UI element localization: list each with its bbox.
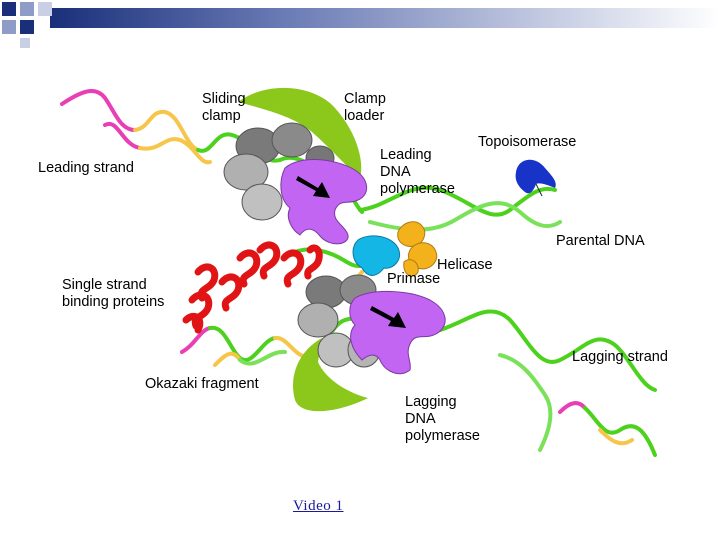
helicase-shape [397, 221, 438, 277]
label-okazaki-fragment: Okazaki fragment [145, 376, 259, 392]
leading-strand-dna [60, 89, 137, 132]
leading-polymerase-arrow [296, 176, 330, 198]
leading-polymerase-shape [280, 159, 368, 245]
lagging-strand-dna [598, 428, 634, 446]
lagging-polymerase-arrow [370, 306, 406, 328]
video-link[interactable]: Video 1 [293, 498, 344, 514]
label-leading-dna-polymerase: Leading DNA polymerase [380, 147, 455, 197]
okazaki-fragment-dna [208, 325, 277, 363]
label-helicase: Helicase [437, 257, 493, 273]
topoisomerase-shape [515, 159, 556, 194]
clamp-loader-shape [238, 87, 362, 178]
label-topoisomerase: Topoisomerase [478, 134, 577, 150]
leading-strand-dna [103, 121, 142, 150]
label-primase: Primase [387, 271, 441, 287]
clamp-loader-bottom-shape [293, 338, 368, 412]
okazaki-fragment-dna [180, 326, 212, 354]
parental-dna [368, 201, 562, 232]
label-lagging-dna-polymerase: Lagging DNA polymerase [405, 394, 480, 444]
lagging-strand-dna [583, 406, 657, 457]
label-leading-strand: Leading strand [38, 160, 134, 176]
label-parental-dna: Parental DNA [556, 233, 645, 249]
lagging-strand-dna [498, 353, 553, 452]
label-single-strand-binding-proteins: Single strand binding proteins [62, 277, 165, 310]
leading-strand-dna [138, 137, 212, 165]
title-bar-decoration [2, 2, 720, 48]
parental-dna [358, 185, 557, 217]
label-clamp-loader: Clamp loader [344, 91, 386, 124]
primase-shape [352, 235, 400, 276]
okazaki-fragment-dna [238, 349, 287, 366]
lagging-polymerase-shape [349, 290, 446, 375]
lagging-strand-dna [438, 309, 657, 392]
leading-strand-dna [133, 109, 200, 152]
topoisomerase-leader [535, 183, 543, 197]
label-sliding-clamp: Sliding clamp [202, 91, 246, 124]
label-lagging-strand: Lagging strand [572, 349, 668, 365]
single-strand-binding-proteins [182, 241, 323, 334]
okazaki-fragment-dna [213, 351, 242, 367]
replication-fork-dna [288, 247, 367, 269]
lagging-strand-dna [558, 401, 587, 414]
